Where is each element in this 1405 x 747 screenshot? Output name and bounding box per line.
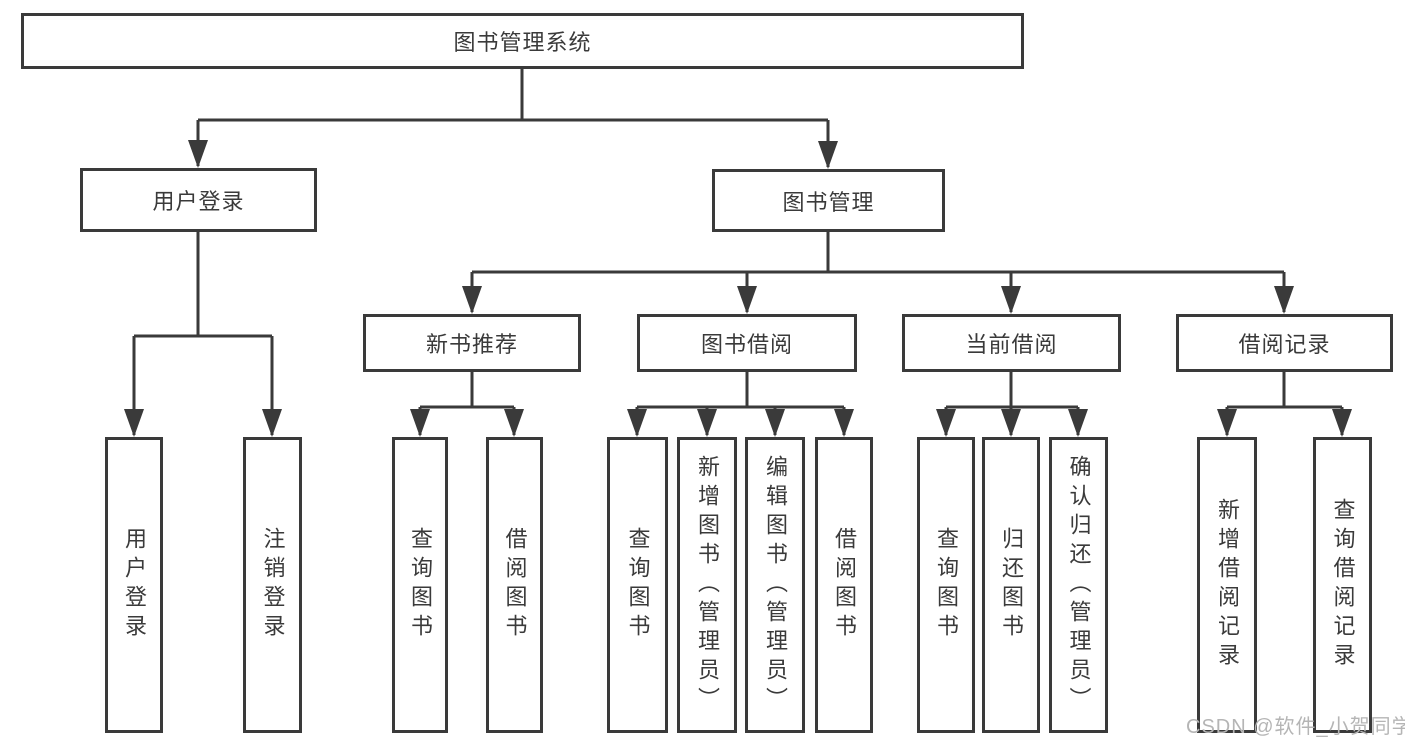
leaf-query-borrow-record-label: 查询借阅记录 <box>1330 498 1356 672</box>
section-book-borrow-label: 图书借阅 <box>700 332 793 357</box>
leaf-confirm-return-admin: 确认归还（管理员） <box>1049 437 1108 733</box>
leaf-query-books-borrow-label: 查询图书 <box>625 527 651 643</box>
leaf-borrow-books-recommend-label: 借阅图书 <box>502 527 528 643</box>
section-current-borrow: 当前借阅 <box>902 314 1121 372</box>
leaf-return-books-label: 归还图书 <box>999 527 1024 643</box>
branch-book-mgmt: 图书管理 <box>712 169 945 232</box>
section-borrow-records-label: 借阅记录 <box>1238 332 1331 357</box>
leaf-edit-books-admin: 编辑图书（管理员） <box>745 437 805 733</box>
root-node-label: 图书管理系统 <box>453 30 592 55</box>
leaf-add-books-admin-label: 新增图书（管理员） <box>695 454 720 716</box>
leaf-add-books-admin: 新增图书（管理员） <box>677 437 737 733</box>
section-current-borrow-label: 当前借阅 <box>965 332 1058 357</box>
leaf-borrow-books-recommend: 借阅图书 <box>486 437 543 733</box>
leaf-borrow-books-label: 借阅图书 <box>832 527 857 643</box>
root-node: 图书管理系统 <box>21 13 1024 69</box>
csdn-watermark: CSDN @软件_小贺同学 <box>1186 716 1405 738</box>
branch-user-login-label: 用户登录 <box>152 189 245 214</box>
leaf-user-login: 用户登录 <box>105 437 163 733</box>
leaf-logout: 注销登录 <box>243 437 302 733</box>
branch-book-mgmt-label: 图书管理 <box>782 189 875 215</box>
leaf-query-books-borrow: 查询图书 <box>607 437 668 733</box>
leaf-query-books-recommend: 查询图书 <box>392 437 448 733</box>
leaf-query-books-recommend-label: 查询图书 <box>408 527 433 643</box>
arrowheads <box>124 140 1352 437</box>
leaf-query-borrow-record: 查询借阅记录 <box>1313 437 1372 733</box>
leaf-query-books-current: 查询图书 <box>917 437 975 733</box>
leaf-add-borrow-record: 新增借阅记录 <box>1197 437 1257 733</box>
leaf-user-login-label: 用户登录 <box>122 527 147 643</box>
leaf-return-books: 归还图书 <box>982 437 1040 733</box>
leaf-add-borrow-record-label: 新增借阅记录 <box>1215 498 1240 672</box>
section-book-borrow: 图书借阅 <box>637 314 857 372</box>
branch-user-login: 用户登录 <box>80 168 317 232</box>
section-new-books-label: 新书推荐 <box>425 332 518 357</box>
leaf-borrow-books: 借阅图书 <box>815 437 873 733</box>
leaf-confirm-return-admin-label: 确认归还（管理员） <box>1066 454 1092 716</box>
section-new-books: 新书推荐 <box>363 314 581 372</box>
leaf-edit-books-admin-label: 编辑图书（管理员） <box>763 454 788 716</box>
leaf-logout-label: 注销登录 <box>260 527 286 643</box>
leaf-query-books-current-label: 查询图书 <box>934 527 959 643</box>
section-borrow-records: 借阅记录 <box>1176 314 1393 372</box>
